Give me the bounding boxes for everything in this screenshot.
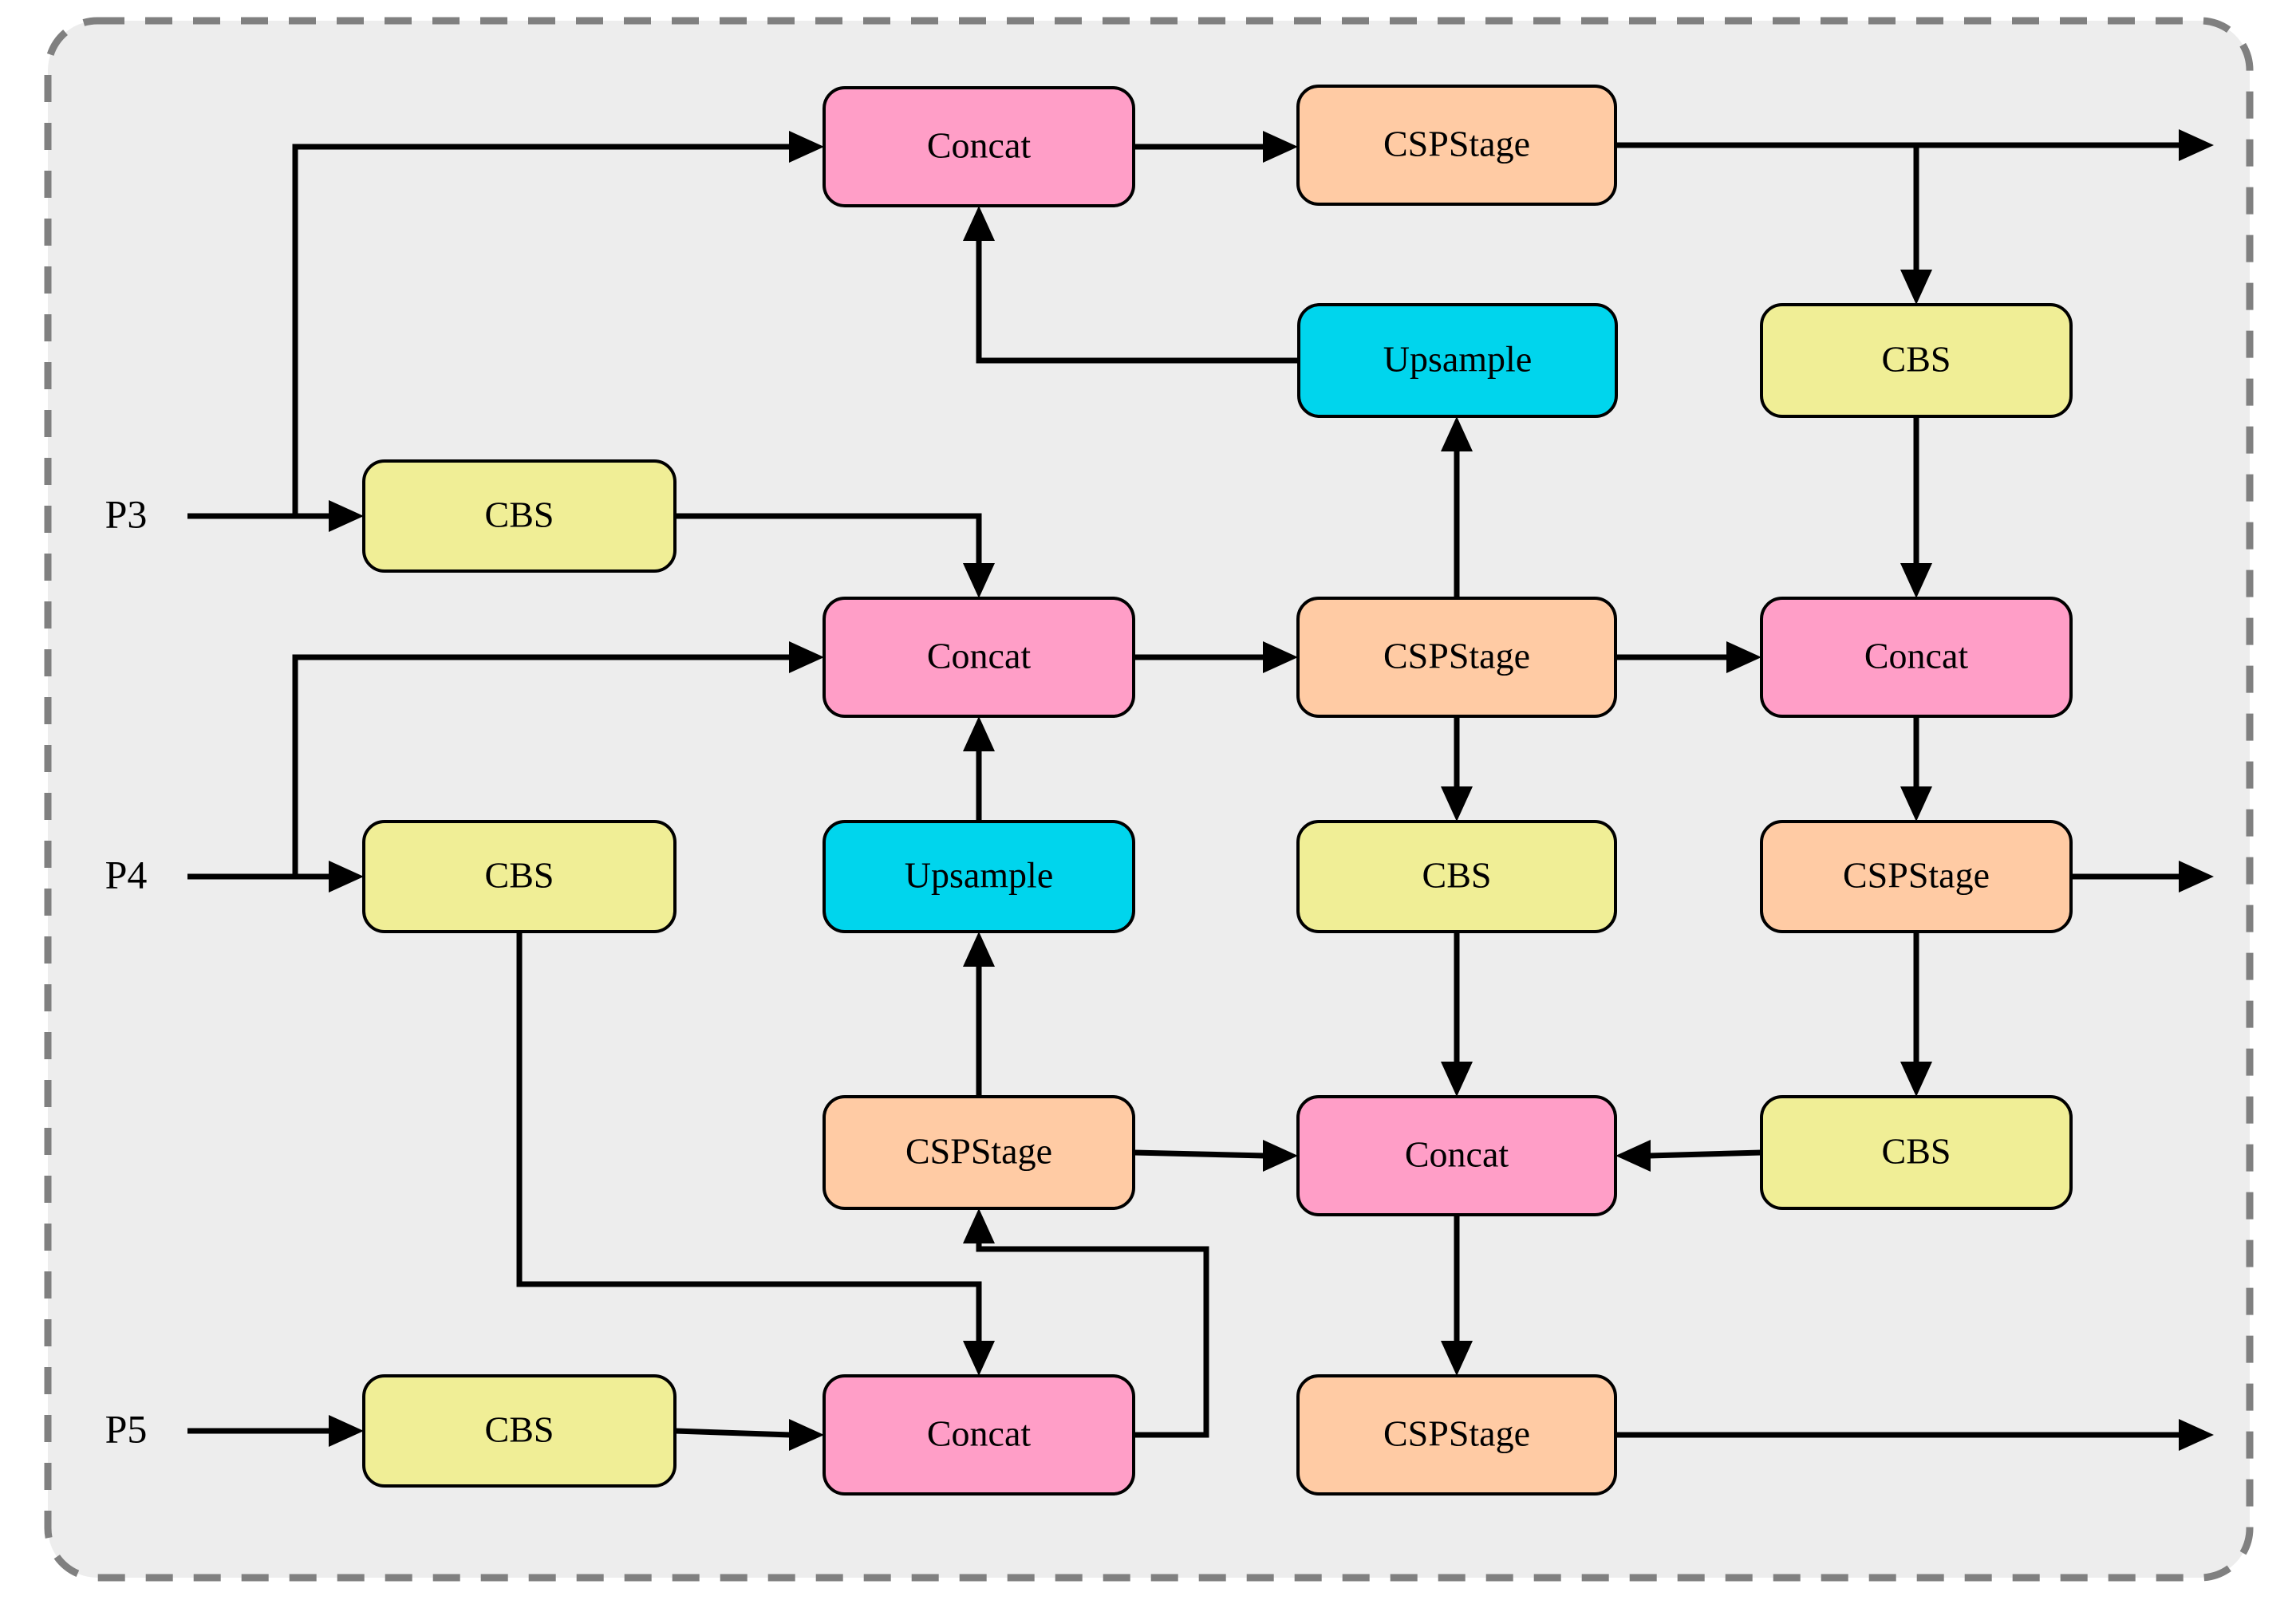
node-box-cbs[interactable]	[362, 1374, 677, 1488]
panel-border	[44, 17, 2254, 1582]
input-label-p5: P5	[105, 1406, 148, 1451]
edge-layer	[187, 129, 2214, 1451]
node-box-cbs[interactable]	[1760, 303, 2073, 418]
node-box-concat[interactable]	[823, 86, 1135, 207]
node-box-cspstage[interactable]	[1296, 597, 1617, 718]
node-box-concat[interactable]	[1296, 1095, 1617, 1216]
arrowhead	[1615, 1140, 1651, 1172]
node-upsample[interactable]: Upsample	[823, 820, 1135, 933]
arrowhead	[1900, 786, 1932, 822]
arrowhead	[963, 932, 995, 967]
edge-concat-r4-to-csp-r3	[976, 1242, 1209, 1438]
input-label-p4: P4	[105, 852, 148, 897]
edge-cbs-p5-to-concat-r4	[674, 1428, 791, 1438]
node-concat[interactable]: Concat	[823, 86, 1135, 207]
arrowhead	[329, 500, 364, 532]
arrowhead	[1441, 416, 1473, 451]
arrowhead	[1441, 1062, 1473, 1097]
arrowhead	[1263, 131, 1298, 163]
node-cspstage[interactable]: CSPStage	[823, 1095, 1135, 1210]
arrowhead	[329, 1415, 364, 1447]
edge-p4-branch-to-concat-r2	[292, 654, 791, 877]
node-cbs[interactable]: CBS	[362, 1374, 677, 1488]
arrowhead	[1726, 641, 1761, 673]
input-label-p3: P3	[105, 491, 148, 536]
arrowhead	[963, 1341, 995, 1376]
arrowhead	[1441, 1341, 1473, 1376]
node-box-concat[interactable]	[823, 597, 1135, 718]
node-box-cbs[interactable]	[1296, 820, 1617, 933]
node-box-cspstage[interactable]	[1296, 85, 1617, 206]
node-concat[interactable]: Concat	[1760, 597, 2073, 718]
node-box-cspstage[interactable]	[1760, 820, 2073, 933]
node-box-cbs[interactable]	[1760, 1095, 2073, 1210]
arrowhead	[329, 861, 364, 893]
arrowhead	[963, 1208, 995, 1243]
arrowhead	[963, 563, 995, 598]
node-box-upsample[interactable]	[1297, 303, 1618, 418]
node-cbs[interactable]: CBS	[1760, 303, 2073, 418]
edge-csp-r3-to-concat-r3	[1133, 1149, 1265, 1159]
edge-cbs-p4-to-concat-r4	[516, 932, 982, 1342]
arrowhead	[2179, 1419, 2214, 1451]
node-box-cspstage[interactable]	[823, 1095, 1135, 1210]
node-box-cbs[interactable]	[362, 459, 677, 573]
node-box-concat[interactable]	[823, 1374, 1135, 1496]
node-cspstage[interactable]: CSPStage	[1760, 820, 2073, 933]
arrowhead	[1263, 641, 1298, 673]
node-cbs[interactable]: CBS	[362, 459, 677, 573]
node-box-cbs[interactable]	[362, 820, 677, 933]
arrowhead	[2179, 129, 2214, 161]
node-cspstage[interactable]: CSPStage	[1296, 85, 1617, 206]
edge-up-r1-to-concat-r1	[976, 239, 1299, 364]
arrowhead	[963, 206, 995, 241]
node-box-cspstage[interactable]	[1296, 1374, 1617, 1496]
arrowhead	[789, 641, 824, 673]
node-concat[interactable]: Concat	[823, 1374, 1135, 1496]
edge-p3-branch-to-concat-r1	[292, 144, 791, 516]
node-cbs[interactable]: CBS	[362, 820, 677, 933]
arrowhead	[1900, 270, 1932, 305]
node-cspstage[interactable]: CSPStage	[1296, 597, 1617, 718]
edge-cbs-p3-to-concat-r2	[675, 513, 982, 565]
arrowhead	[1441, 786, 1473, 822]
arrowhead	[1900, 563, 1932, 598]
node-upsample[interactable]: Upsample	[1297, 303, 1618, 418]
node-concat[interactable]: Concat	[1296, 1095, 1617, 1216]
node-box-concat[interactable]	[1760, 597, 2073, 718]
node-cbs[interactable]: CBS	[1760, 1095, 2073, 1210]
arrowhead	[789, 1419, 824, 1451]
node-box-upsample[interactable]	[823, 820, 1135, 933]
arrowhead	[963, 716, 995, 751]
arrowhead	[1263, 1140, 1298, 1172]
node-concat[interactable]: Concat	[823, 597, 1135, 718]
arrowhead	[2179, 861, 2214, 893]
arrowhead	[789, 131, 824, 163]
node-cbs[interactable]: CBS	[1296, 820, 1617, 933]
node-cspstage[interactable]: CSPStage	[1296, 1374, 1617, 1496]
edge-cbs-r3r-to-concat-r3	[1648, 1149, 1762, 1159]
arrowhead	[1900, 1062, 1932, 1097]
